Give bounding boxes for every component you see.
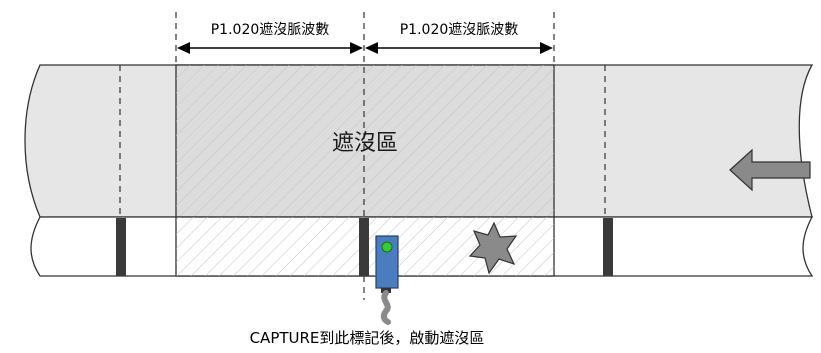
dimension-arrow-left (177, 42, 363, 54)
star-burst-icon (468, 221, 518, 275)
dimension-arrow-right (365, 42, 553, 54)
left-arrow-icon (729, 148, 811, 192)
sensor-icon (375, 235, 399, 325)
marker-2 (359, 218, 369, 276)
blanking-zone-hatch-upper (176, 65, 554, 217)
caption: CAPTURE到此標記後，啟動遮沒區 (250, 329, 485, 347)
zone-label: 遮沒區 (332, 131, 398, 156)
dimension-label-right: P1.020遮沒脈波數 (400, 21, 519, 38)
marker-3 (603, 218, 613, 276)
marker-1 (116, 218, 126, 276)
dimension-label-left: P1.020遮沒脈波數 (211, 21, 330, 38)
